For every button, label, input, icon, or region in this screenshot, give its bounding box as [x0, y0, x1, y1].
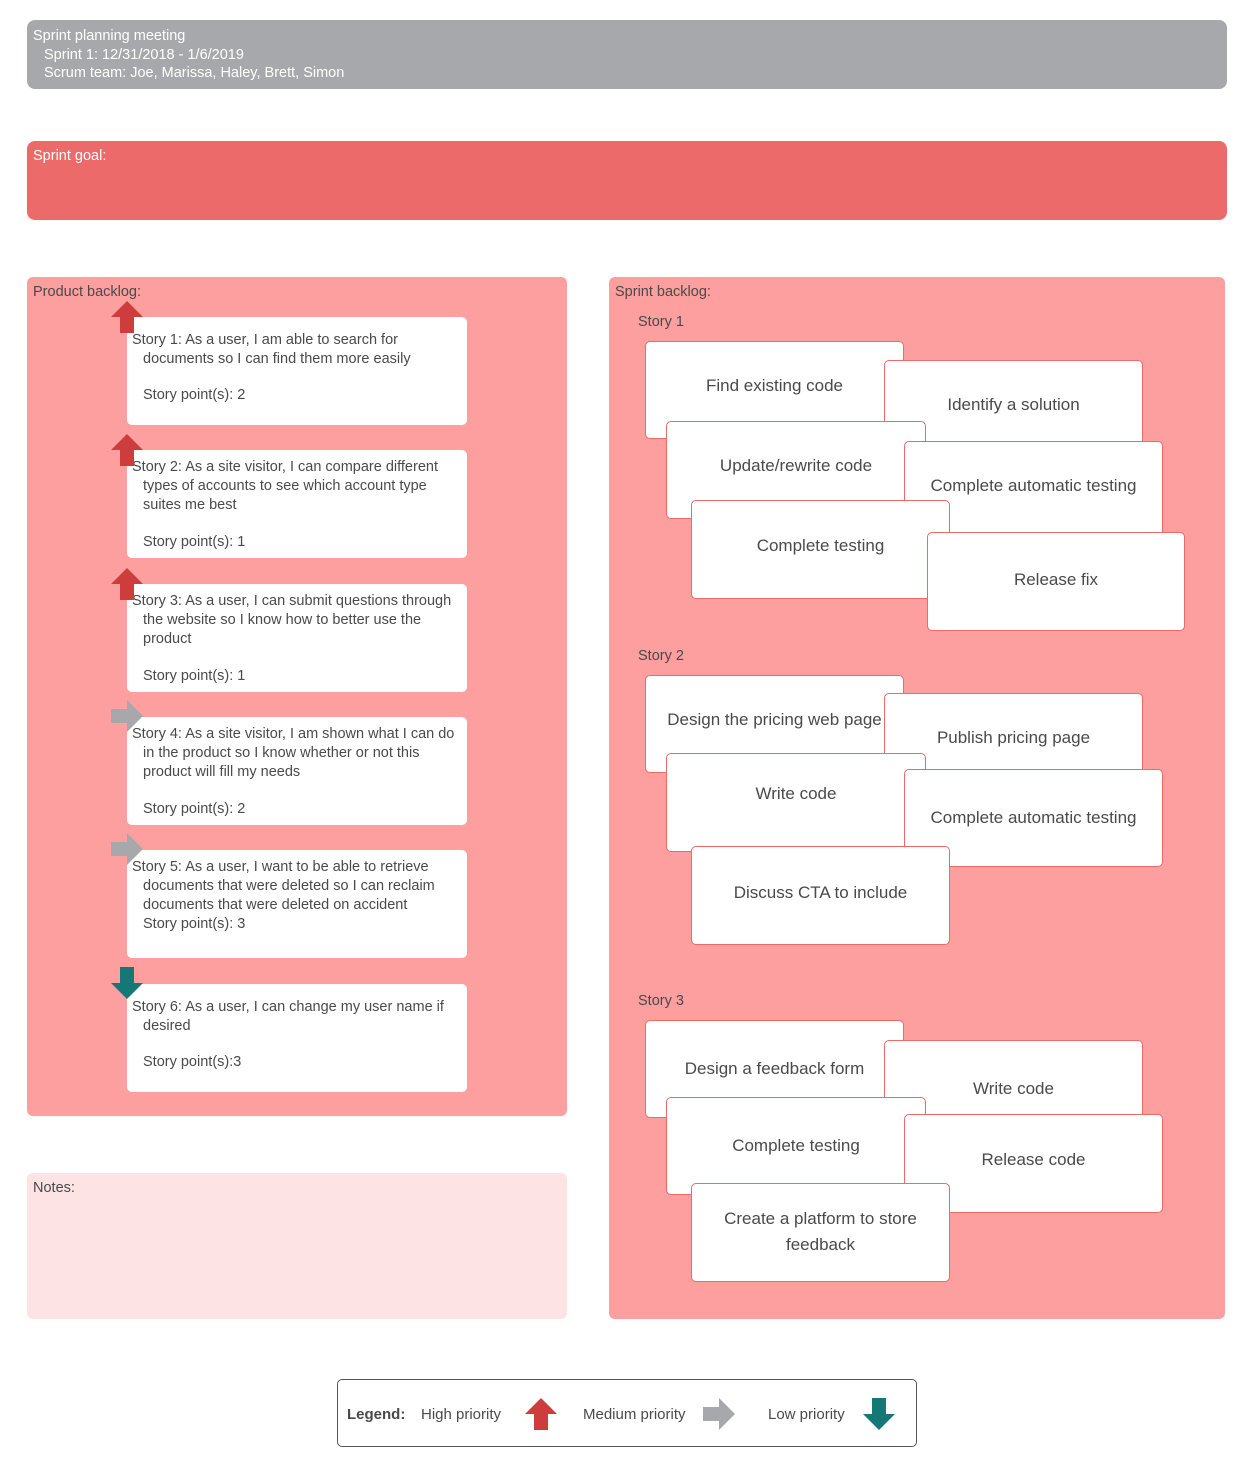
sprint-goal-label: Sprint goal:	[33, 148, 107, 164]
story-points: Story point(s): 1	[143, 534, 246, 550]
sprint-story-1-heading: Story 1	[638, 314, 684, 330]
story-points: Story point(s): 2	[143, 387, 246, 403]
story-text: Story 3: As a user, I can submit questio…	[132, 593, 452, 647]
legend: Legend: High priority Medium priority Lo…	[337, 1379, 917, 1447]
medium-priority-arrow-icon	[110, 832, 144, 866]
sprint-story-2-heading: Story 2	[638, 648, 684, 664]
task-card[interactable]: Complete testing	[666, 1097, 926, 1195]
sprint-goal-panel[interactable]: Sprint goal:	[27, 141, 1227, 220]
story-text: Story 5: As a user, I want to be able to…	[132, 859, 435, 913]
story-points: Story point(s):3	[143, 1054, 242, 1070]
story-card-1[interactable]: Story 1: As a user, I am able to search …	[127, 317, 467, 425]
story-text: Story 2: As a site visitor, I can compar…	[132, 459, 438, 513]
meeting-title: Sprint planning meeting	[33, 28, 186, 44]
meeting-header: Sprint planning meeting Sprint 1: 12/31/…	[27, 20, 1227, 89]
story-card-4[interactable]: Story 4: As a site visitor, I am shown w…	[127, 717, 467, 825]
legend-low-label: Low priority	[768, 1405, 845, 1423]
product-backlog-label: Product backlog:	[33, 284, 142, 300]
story-card-3[interactable]: Story 3: As a user, I can submit questio…	[127, 584, 467, 692]
notes-panel[interactable]: Notes:	[27, 1173, 567, 1319]
task-card[interactable]: Complete testing	[691, 500, 950, 599]
sprint-backlog-label: Sprint backlog:	[615, 284, 711, 300]
task-card[interactable]: Write code	[666, 753, 926, 852]
legend-medium-label: Medium priority	[583, 1405, 686, 1423]
legend-title: Legend:	[347, 1405, 406, 1423]
story-card-5[interactable]: Story 5: As a user, I want to be able to…	[127, 850, 467, 958]
high-priority-arrow-icon	[524, 1380, 558, 1448]
story-card-2[interactable]: Story 2: As a site visitor, I can compar…	[127, 450, 467, 558]
low-priority-arrow-icon	[110, 966, 144, 1000]
sprint-story-3-heading: Story 3	[638, 993, 684, 1009]
story-points: Story point(s): 2	[143, 801, 246, 817]
legend-high-label: High priority	[421, 1405, 502, 1423]
story-card-6[interactable]: Story 6: As a user, I can change my user…	[127, 984, 467, 1092]
scrum-team: Scrum team: Joe, Marissa, Haley, Brett, …	[44, 65, 345, 81]
high-priority-arrow-icon	[110, 300, 144, 334]
story-text: Story 4: As a site visitor, I am shown w…	[132, 726, 455, 780]
task-card[interactable]: Discuss CTA to include	[691, 846, 950, 945]
story-text: Story 6: As a user, I can change my user…	[132, 999, 444, 1034]
sprint-dates: Sprint 1: 12/31/2018 - 1/6/2019	[44, 46, 244, 63]
medium-priority-arrow-icon	[110, 699, 144, 733]
story-text: Story 1: As a user, I am able to search …	[132, 332, 411, 367]
notes-label: Notes:	[33, 1180, 75, 1196]
low-priority-arrow-icon	[862, 1380, 896, 1448]
high-priority-arrow-icon	[110, 433, 144, 467]
medium-priority-arrow-icon	[702, 1380, 736, 1448]
story-points: Story point(s): 1	[143, 668, 246, 684]
task-card[interactable]: Release fix	[927, 532, 1185, 631]
task-card[interactable]: Create a platform to store feedback	[691, 1183, 950, 1282]
high-priority-arrow-icon	[110, 567, 144, 601]
story-points: Story point(s): 3	[143, 916, 246, 932]
